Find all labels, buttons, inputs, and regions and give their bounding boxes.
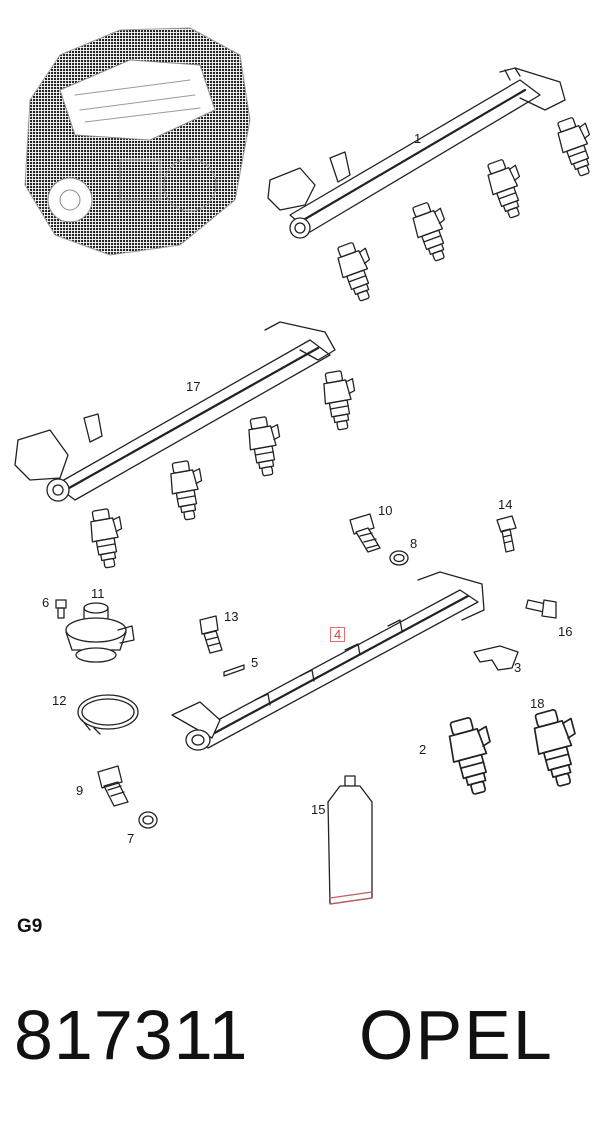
- callout-16: 16: [558, 624, 573, 639]
- fuel-rail-parts-illustration: [14, 27, 600, 905]
- fuel-rail-assembly-17: [14, 321, 362, 571]
- callout-17: 17: [186, 379, 201, 394]
- fitting-13: [199, 615, 223, 654]
- injector-18: [527, 705, 588, 791]
- callout-2: 2: [419, 742, 427, 757]
- callout-7: 7: [127, 831, 135, 846]
- engine-block-sketch: [24, 27, 251, 256]
- o-ring-7: [138, 811, 158, 829]
- bolt-16: [525, 599, 557, 619]
- fuel-rail-4: [171, 571, 485, 751]
- o-ring-8: [389, 550, 409, 566]
- tube-15: [327, 775, 373, 905]
- fitting-9: [97, 765, 129, 807]
- fuel-rail-assembly-1: [267, 67, 600, 305]
- callout-18: 18: [530, 696, 545, 711]
- callout-9: 9: [76, 783, 84, 798]
- callout-3: 3: [514, 660, 522, 675]
- diagram-code: G9: [17, 916, 43, 937]
- callout-11: 11: [91, 586, 105, 601]
- callout-12: 12: [52, 693, 67, 708]
- bolt-14: [496, 515, 517, 553]
- pin-5: [223, 664, 245, 677]
- callout-5: 5: [251, 655, 259, 670]
- injector-2: [442, 713, 503, 799]
- bolt-6: [55, 599, 67, 619]
- callout-10: 10: [378, 503, 393, 518]
- callout-14: 14: [498, 497, 513, 512]
- clamp-ring-12: [77, 694, 139, 735]
- footer: 817311 OPEL: [14, 995, 594, 1085]
- pressure-regulator-11: [65, 602, 135, 663]
- part-number: 817311: [14, 996, 249, 1074]
- callout-1: 1: [414, 131, 422, 146]
- fitting-10: [349, 513, 381, 553]
- callout-15: 15: [311, 802, 326, 817]
- callout-4-highlighted[interactable]: 4: [330, 627, 346, 642]
- callout-6: 6: [42, 595, 50, 610]
- callout-8: 8: [410, 536, 418, 551]
- callout-13: 13: [224, 609, 239, 624]
- clip-3: [473, 645, 519, 671]
- brand-name: OPEL: [359, 996, 554, 1074]
